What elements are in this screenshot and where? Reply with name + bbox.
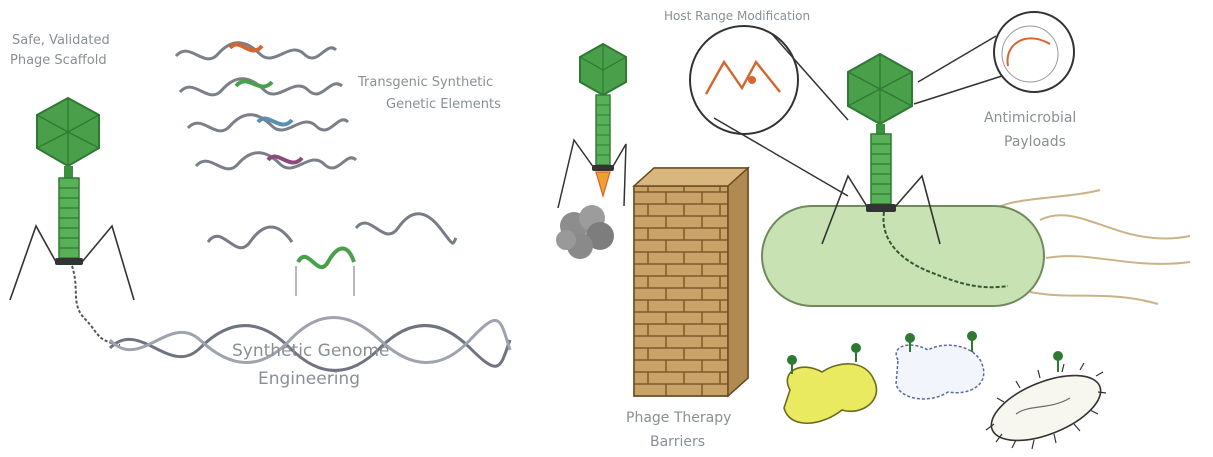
target-bacterium xyxy=(762,190,1190,306)
label-elements-1: Transgenic Synthetic xyxy=(357,75,493,90)
payload-zoom-circle xyxy=(914,12,1074,104)
label-elements-2: Genetic Elements xyxy=(386,97,501,112)
phage-launch-icon xyxy=(558,44,626,208)
label-engineering-1: Synthetic Genome xyxy=(232,341,390,361)
inserted-gene-segment xyxy=(298,249,354,268)
label-scaffold-2: Phage Scaffold xyxy=(10,53,107,68)
synthetic-elements-group xyxy=(176,43,356,169)
label-payloads-2: Payloads xyxy=(1004,134,1066,150)
insert-bracket xyxy=(296,266,354,296)
label-barriers-1: Phage Therapy xyxy=(626,410,731,426)
label-host-range: Host Range Modification xyxy=(664,9,810,23)
floating-helix-1 xyxy=(208,227,292,248)
label-payloads-1: Antimicrobial xyxy=(984,110,1076,126)
label-scaffold-1: Safe, Validated xyxy=(12,33,110,48)
brick-wall-barrier xyxy=(634,168,748,396)
yellow-bacterium xyxy=(784,343,876,423)
smoke-cloud-icon xyxy=(556,205,614,259)
label-engineering-2: Engineering xyxy=(258,369,360,389)
label-barriers-2: Barriers xyxy=(650,434,705,450)
floating-helix-2 xyxy=(356,214,456,243)
phage-scaffold-icon xyxy=(10,98,134,300)
pale-blue-bacterium xyxy=(896,331,984,399)
hairy-bacterium xyxy=(982,351,1109,454)
injected-dna-strand xyxy=(72,266,120,345)
